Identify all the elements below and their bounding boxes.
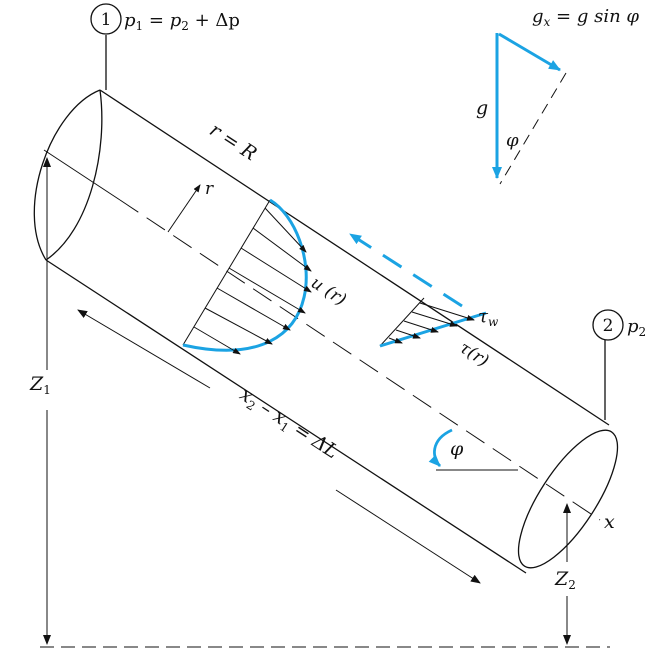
wall-shear-dashed-arrow bbox=[349, 232, 463, 308]
velocity-arrow bbox=[264, 207, 307, 253]
pipe-right-cap bbox=[517, 429, 619, 569]
u-profile-curve bbox=[182, 198, 308, 352]
z2-label: Z2 bbox=[554, 568, 576, 592]
pipe-centerline bbox=[119, 199, 601, 521]
node-2-circle bbox=[592, 309, 624, 341]
z1-label: Z1 bbox=[29, 373, 51, 397]
velocity-arrow bbox=[240, 247, 312, 293]
node-2-number: 2 bbox=[603, 316, 614, 336]
velocity-arrow bbox=[216, 287, 291, 331]
shear-stress-profile: τw τ(r) bbox=[379, 297, 499, 372]
pipe-top-edge bbox=[99, 89, 610, 426]
node-1: 1 p1 = p2 + Δp bbox=[90, 3, 240, 90]
gx-label: gx = g sin φ bbox=[532, 6, 639, 29]
g-component-dashed bbox=[499, 72, 567, 185]
u-profile-label: u (r) bbox=[307, 273, 350, 310]
velocity-arrow bbox=[228, 267, 306, 314]
gx-vector bbox=[498, 32, 561, 72]
shear-arrow bbox=[395, 329, 421, 339]
length-arrow-right bbox=[335, 489, 481, 584]
radius-label: r = R bbox=[206, 119, 261, 165]
node-1-pressure-label: p1 = p2 + Δp bbox=[124, 10, 240, 33]
node-1-circle bbox=[90, 3, 122, 35]
radius-arrow bbox=[167, 184, 201, 233]
phi-angle-label: φ bbox=[450, 438, 464, 460]
phi-angle-arc bbox=[428, 428, 453, 467]
shear-base-line bbox=[379, 297, 425, 347]
node-2-pressure-label: p2 bbox=[627, 316, 646, 339]
length-dimension: x2 – x1 = ΔL bbox=[77, 309, 481, 584]
shear-arrow bbox=[403, 320, 439, 333]
node-1-number: 1 bbox=[101, 10, 112, 30]
x-axis-label: x bbox=[604, 511, 615, 533]
velocity-arrow bbox=[193, 326, 241, 355]
phi-triangle-label: φ bbox=[506, 130, 519, 151]
tau-r-label: τ(r) bbox=[456, 338, 493, 372]
velocity-arrows bbox=[193, 207, 312, 355]
node-2: 2 p2 bbox=[592, 309, 646, 420]
velocity-arrow bbox=[252, 227, 312, 272]
pipe-bottom-edge bbox=[45, 259, 527, 574]
shear-arrow bbox=[419, 302, 475, 321]
tau-w-label: τw bbox=[478, 306, 499, 329]
g-label: g bbox=[476, 97, 488, 119]
length-label: x2 – x1 = ΔL bbox=[235, 383, 343, 464]
velocity-arrow bbox=[204, 307, 273, 345]
pipe-left-cap bbox=[33, 89, 101, 261]
profile-base-line bbox=[182, 199, 271, 346]
velocity-profile: u (r) bbox=[182, 198, 350, 355]
length-arrow-left bbox=[77, 309, 211, 389]
shear-arrow bbox=[411, 311, 458, 327]
shear-arrow bbox=[388, 337, 403, 344]
z1-dimension: Z1 bbox=[29, 157, 51, 645]
pipe-left-cap-hidden bbox=[45, 89, 103, 261]
shear-arrows bbox=[388, 302, 475, 344]
angle-phi: φ bbox=[428, 428, 518, 471]
pipe-cylinder bbox=[33, 89, 619, 574]
gravity-triangle: gx = g sin φ g φ bbox=[476, 6, 639, 185]
z2-dimension: Z2 bbox=[554, 503, 576, 645]
pipe-diameter-line bbox=[43, 149, 121, 201]
r-label: r bbox=[205, 179, 214, 199]
